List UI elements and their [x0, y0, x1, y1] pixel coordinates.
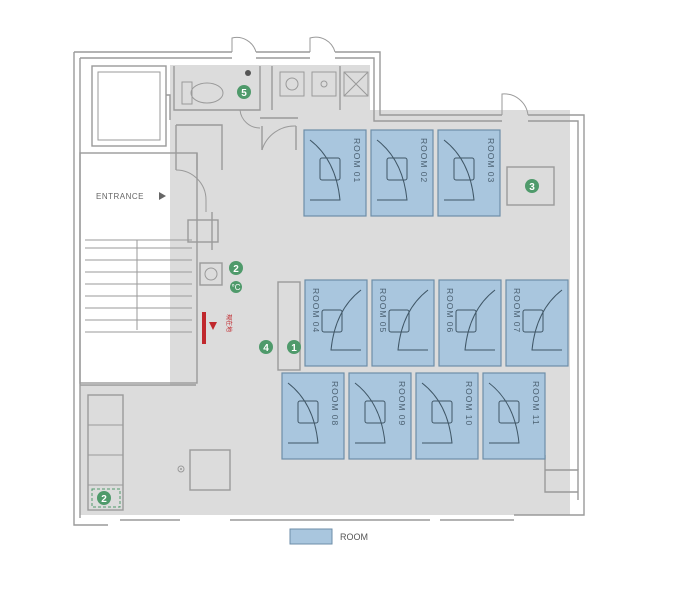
- room-01-label: ROOM 01: [352, 138, 362, 183]
- marker-2: 2: [229, 261, 243, 275]
- marker-5: 5: [237, 85, 251, 99]
- room-04-label: ROOM 04: [311, 288, 321, 333]
- room-10: ROOM 10: [415, 372, 479, 460]
- svg-text:1: 1: [291, 343, 297, 354]
- room-07-label: ROOM 07: [512, 288, 522, 333]
- room-05-label: ROOM 05: [378, 288, 388, 333]
- svg-text:2: 2: [101, 494, 107, 505]
- walls: [73, 51, 585, 526]
- legend-swatch: [289, 528, 333, 545]
- legend: ROOM: [289, 528, 368, 545]
- room-10-label: ROOM 10: [464, 381, 474, 426]
- marker-1: 1: [287, 340, 301, 354]
- room-08-label: ROOM 08: [330, 381, 340, 426]
- room-06: ROOM 06: [438, 279, 502, 367]
- room-11: ROOM 11: [482, 372, 546, 460]
- room-03: ROOM 03: [437, 129, 501, 217]
- room-02: ROOM 02: [370, 129, 434, 217]
- kitchen-fixture: [279, 71, 369, 97]
- toilet-fixture: [181, 70, 251, 105]
- doors: [175, 36, 529, 212]
- room-02-label: ROOM 02: [419, 138, 429, 183]
- room-07: ROOM 07: [505, 279, 569, 367]
- room-09: ROOM 09: [348, 372, 412, 460]
- svg-text:5: 5: [241, 88, 247, 99]
- entrance-label: ENTRANCE: [96, 192, 144, 201]
- storage-box: [506, 166, 555, 206]
- room-11-label: ROOM 11: [531, 381, 541, 426]
- room-09-label: ROOM 09: [397, 381, 407, 426]
- room-05: ROOM 05: [371, 279, 435, 367]
- marker-4: 4: [259, 340, 273, 354]
- room-08: ROOM 08: [281, 372, 345, 460]
- room-01: ROOM 01: [303, 129, 367, 217]
- room-04: ROOM 04: [304, 279, 368, 367]
- entrance-arrow-icon: [159, 192, 166, 200]
- svg-text:4: 4: [263, 343, 269, 354]
- celsius-icon: °C: [230, 281, 242, 293]
- room-06-label: ROOM 06: [445, 288, 455, 333]
- marker-3: 3: [525, 179, 539, 193]
- svg-text:°C: °C: [232, 283, 241, 292]
- you-are-here-arrow-icon: [209, 322, 217, 330]
- svg-text:2: 2: [233, 264, 239, 275]
- stairs: [85, 239, 192, 333]
- you-are-here-label: 現在地: [225, 314, 233, 332]
- legend-label: ROOM: [340, 532, 368, 542]
- room-03-label: ROOM 03: [486, 138, 496, 183]
- marker-2-bottom: 2: [91, 488, 121, 508]
- entrance-sign: ENTRANCE: [96, 192, 166, 201]
- you-are-here: 現在地: [202, 312, 233, 344]
- you-are-here-bar: [202, 312, 206, 344]
- svg-text:3: 3: [529, 182, 535, 193]
